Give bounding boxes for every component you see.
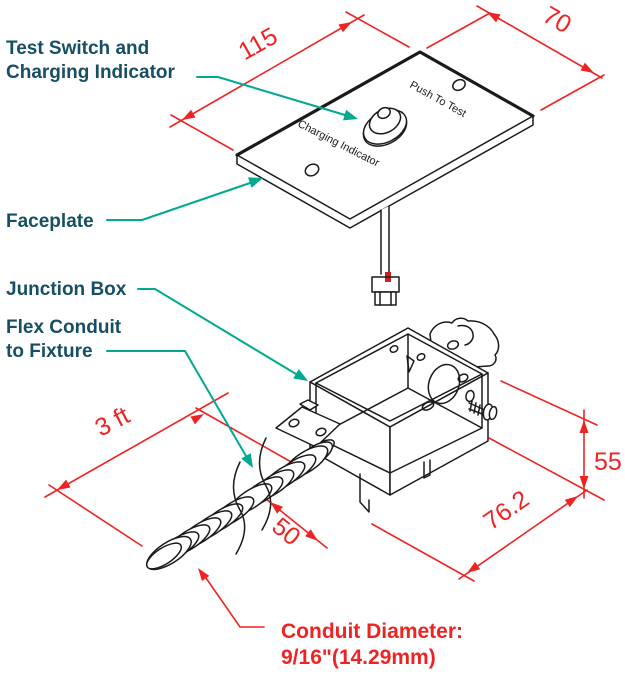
arrowhead-icon [564, 496, 578, 508]
leader-line [205, 577, 265, 628]
callout-text: 9/16"(14.29mm) [281, 646, 436, 669]
dimension-value: 70 [538, 1, 576, 39]
arrowhead-icon [487, 12, 501, 23]
break-line [232, 461, 246, 555]
connector-lower [374, 291, 397, 306]
callout-text: Conduit Diameter: [281, 620, 463, 643]
arrowhead-icon [338, 22, 352, 33]
break-line [258, 437, 272, 531]
extension-line [345, 11, 410, 48]
inner-tab [406, 355, 415, 373]
arrowhead-icon [467, 561, 481, 573]
dimension-box-height: 55 [488, 380, 622, 501]
leader-faceplate [106, 177, 263, 221]
dimension-box-depth: 76.2 [371, 485, 588, 582]
label-test-switch-line2: Charging Indicator [6, 62, 176, 83]
junction-box-drawing [275, 317, 500, 513]
dimension-value: 50 [266, 512, 305, 551]
callout-conduit-diameter: Conduit Diameter: 9/16"(14.29mm) [198, 568, 463, 669]
label-flex-conduit-line2: to Fixture [6, 341, 93, 362]
tab-hole [446, 340, 460, 350]
label-test-switch-line1: Test Switch and [6, 38, 149, 59]
arrowhead-icon [241, 453, 253, 468]
dimension-conduit-exposed: 50 [266, 502, 318, 551]
label-junction-box: Junction Box [6, 279, 127, 300]
arrowhead-icon [198, 568, 210, 582]
extension-line [195, 407, 294, 464]
arrowhead-icon [270, 502, 283, 514]
faceplate-back-edges [235, 50, 535, 157]
label-flex-conduit-line1: Flex Conduit [6, 317, 122, 338]
knockout-hole [427, 363, 461, 405]
wall-hole [389, 345, 399, 353]
conduit-end-face [145, 542, 183, 570]
extension-line [488, 437, 605, 501]
label-faceplate: Faceplate [6, 211, 94, 232]
extension-line [500, 380, 598, 426]
screw-hole [452, 78, 466, 92]
screw-hole [304, 163, 320, 177]
dimension-line [458, 489, 588, 580]
extension-line [540, 74, 605, 111]
box-floor [315, 387, 483, 474]
conduit-bracket [275, 399, 341, 448]
arrowhead-icon [190, 414, 204, 425]
faceplate-drawing: Push To Test Charging Indicator [235, 50, 535, 229]
floor-hole [421, 401, 435, 411]
wall-hole [416, 353, 426, 361]
dimension-value: 3 ft [90, 401, 134, 442]
dimension-line [44, 392, 229, 498]
arrowhead-icon [293, 369, 308, 381]
extension-line [426, 12, 491, 49]
extension-line [371, 523, 475, 582]
dimension-value: 55 [594, 448, 622, 476]
dimension-line [169, 14, 365, 128]
rim-screw-hole [457, 373, 469, 383]
arrowhead-icon [579, 420, 589, 433]
bottom-tab [423, 459, 431, 479]
stem-body [381, 206, 389, 276]
arrowhead-icon [343, 109, 358, 121]
arrowhead-icon [182, 109, 196, 120]
arrowhead-icon [57, 479, 71, 490]
side-hole [465, 389, 475, 403]
leader-flex-conduit [106, 350, 253, 468]
dimension-value: 76.2 [478, 485, 534, 536]
leader-test-switch [196, 76, 358, 121]
flex-conduit-drawing [145, 437, 335, 571]
arrowhead-icon [579, 476, 589, 489]
test-button-top [377, 106, 391, 120]
bottom-tab [359, 473, 370, 513]
arrowhead-icon [580, 62, 594, 73]
leader-junction-box [137, 288, 308, 381]
switch-stem-and-connector [371, 205, 400, 306]
tab-clip [457, 324, 474, 346]
dimension-value: 115 [234, 22, 282, 66]
ground-screw [468, 400, 498, 421]
arrowhead-icon [305, 529, 318, 541]
extension-line [48, 484, 143, 547]
arrowhead-icon [247, 177, 263, 188]
